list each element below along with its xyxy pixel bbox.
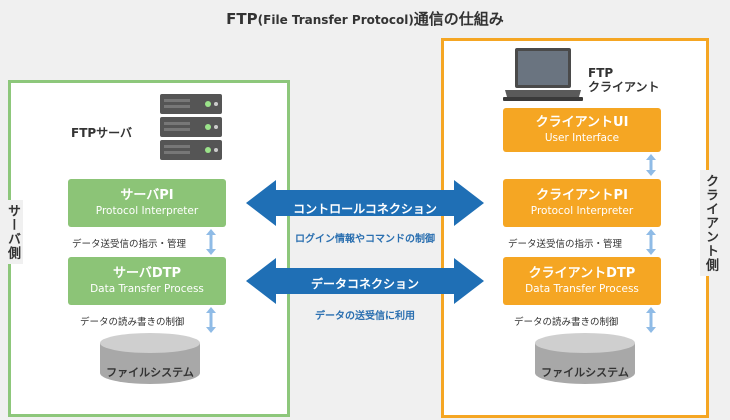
client-dtp-sub: Data Transfer Process [525,283,639,295]
client-heading-line1: FTP [588,66,614,80]
client-filesystem-label: ファイルシステム [541,366,629,379]
client-dtp-fs-arrow-icon [646,307,656,333]
server-fs-link-label: データの読み書きの制御 [80,317,185,328]
client-fs-link-label: データの読み書きの制御 [514,317,619,328]
client-ui-sub: User Interface [544,132,620,144]
server-filesystem-icon [100,333,200,384]
client-ui-pi-arrow-icon [646,154,656,176]
title-rest: 通信の仕組み [413,10,504,28]
client-dtp-name: クライアントDTP [528,266,636,281]
server-side-label: サーバ側 [2,200,23,264]
title-main: FTP [226,10,258,28]
data-connection-sub: データの送受信に利用 [315,311,415,322]
server-dtp-fs-arrow-icon [206,307,216,333]
server-dtp-box: サーバDTP Data Transfer Process [68,257,226,305]
server-link-label: データ送受信の指示・管理 [72,239,187,250]
client-ui-box: クライアントUI User Interface [503,108,661,152]
diagram-title: FTP(File Transfer Protocol)通信の仕組み [0,8,730,29]
laptop-icon [503,48,583,101]
client-side-label: クライアント側 [700,170,721,276]
server-dtp-sub: Data Transfer Process [90,283,204,295]
client-ui-name: クライアントUI [535,115,629,130]
client-dtp-box: クライアントDTP Data Transfer Process [503,257,661,305]
control-connection-label: コントロールコネクション [293,202,437,216]
client-heading-line2: クライアント [588,80,660,94]
data-connection-arrow-icon [246,258,484,304]
server-dtp-name: サーバDTP [112,266,182,281]
server-rack-icon [160,94,222,160]
client-filesystem-icon [535,333,635,384]
client-link-label: データ送受信の指示・管理 [508,239,623,250]
data-connection-label: データコネクション [310,277,419,291]
client-pi-box: クライアントPI Protocol Interpreter [503,179,661,227]
server-pi-dtp-arrow-icon [206,229,216,255]
server-pi-name: サーバPI [120,188,174,203]
control-connection-arrow-icon [246,180,484,226]
client-heading: FTP クライアント [588,66,660,94]
server-filesystem-label: ファイルシステム [106,366,194,379]
client-pi-name: クライアントPI [536,188,628,203]
client-pi-sub: Protocol Interpreter [530,205,634,217]
server-pi-box: サーバPI Protocol Interpreter [68,179,226,227]
control-connection-sub: ログイン情報やコマンドの制御 [295,234,435,245]
client-pi-dtp-arrow-icon [646,229,656,255]
server-pi-sub: Protocol Interpreter [95,205,199,217]
server-heading: FTPサーバ [71,126,133,140]
title-paren: (File Transfer Protocol) [257,13,414,27]
